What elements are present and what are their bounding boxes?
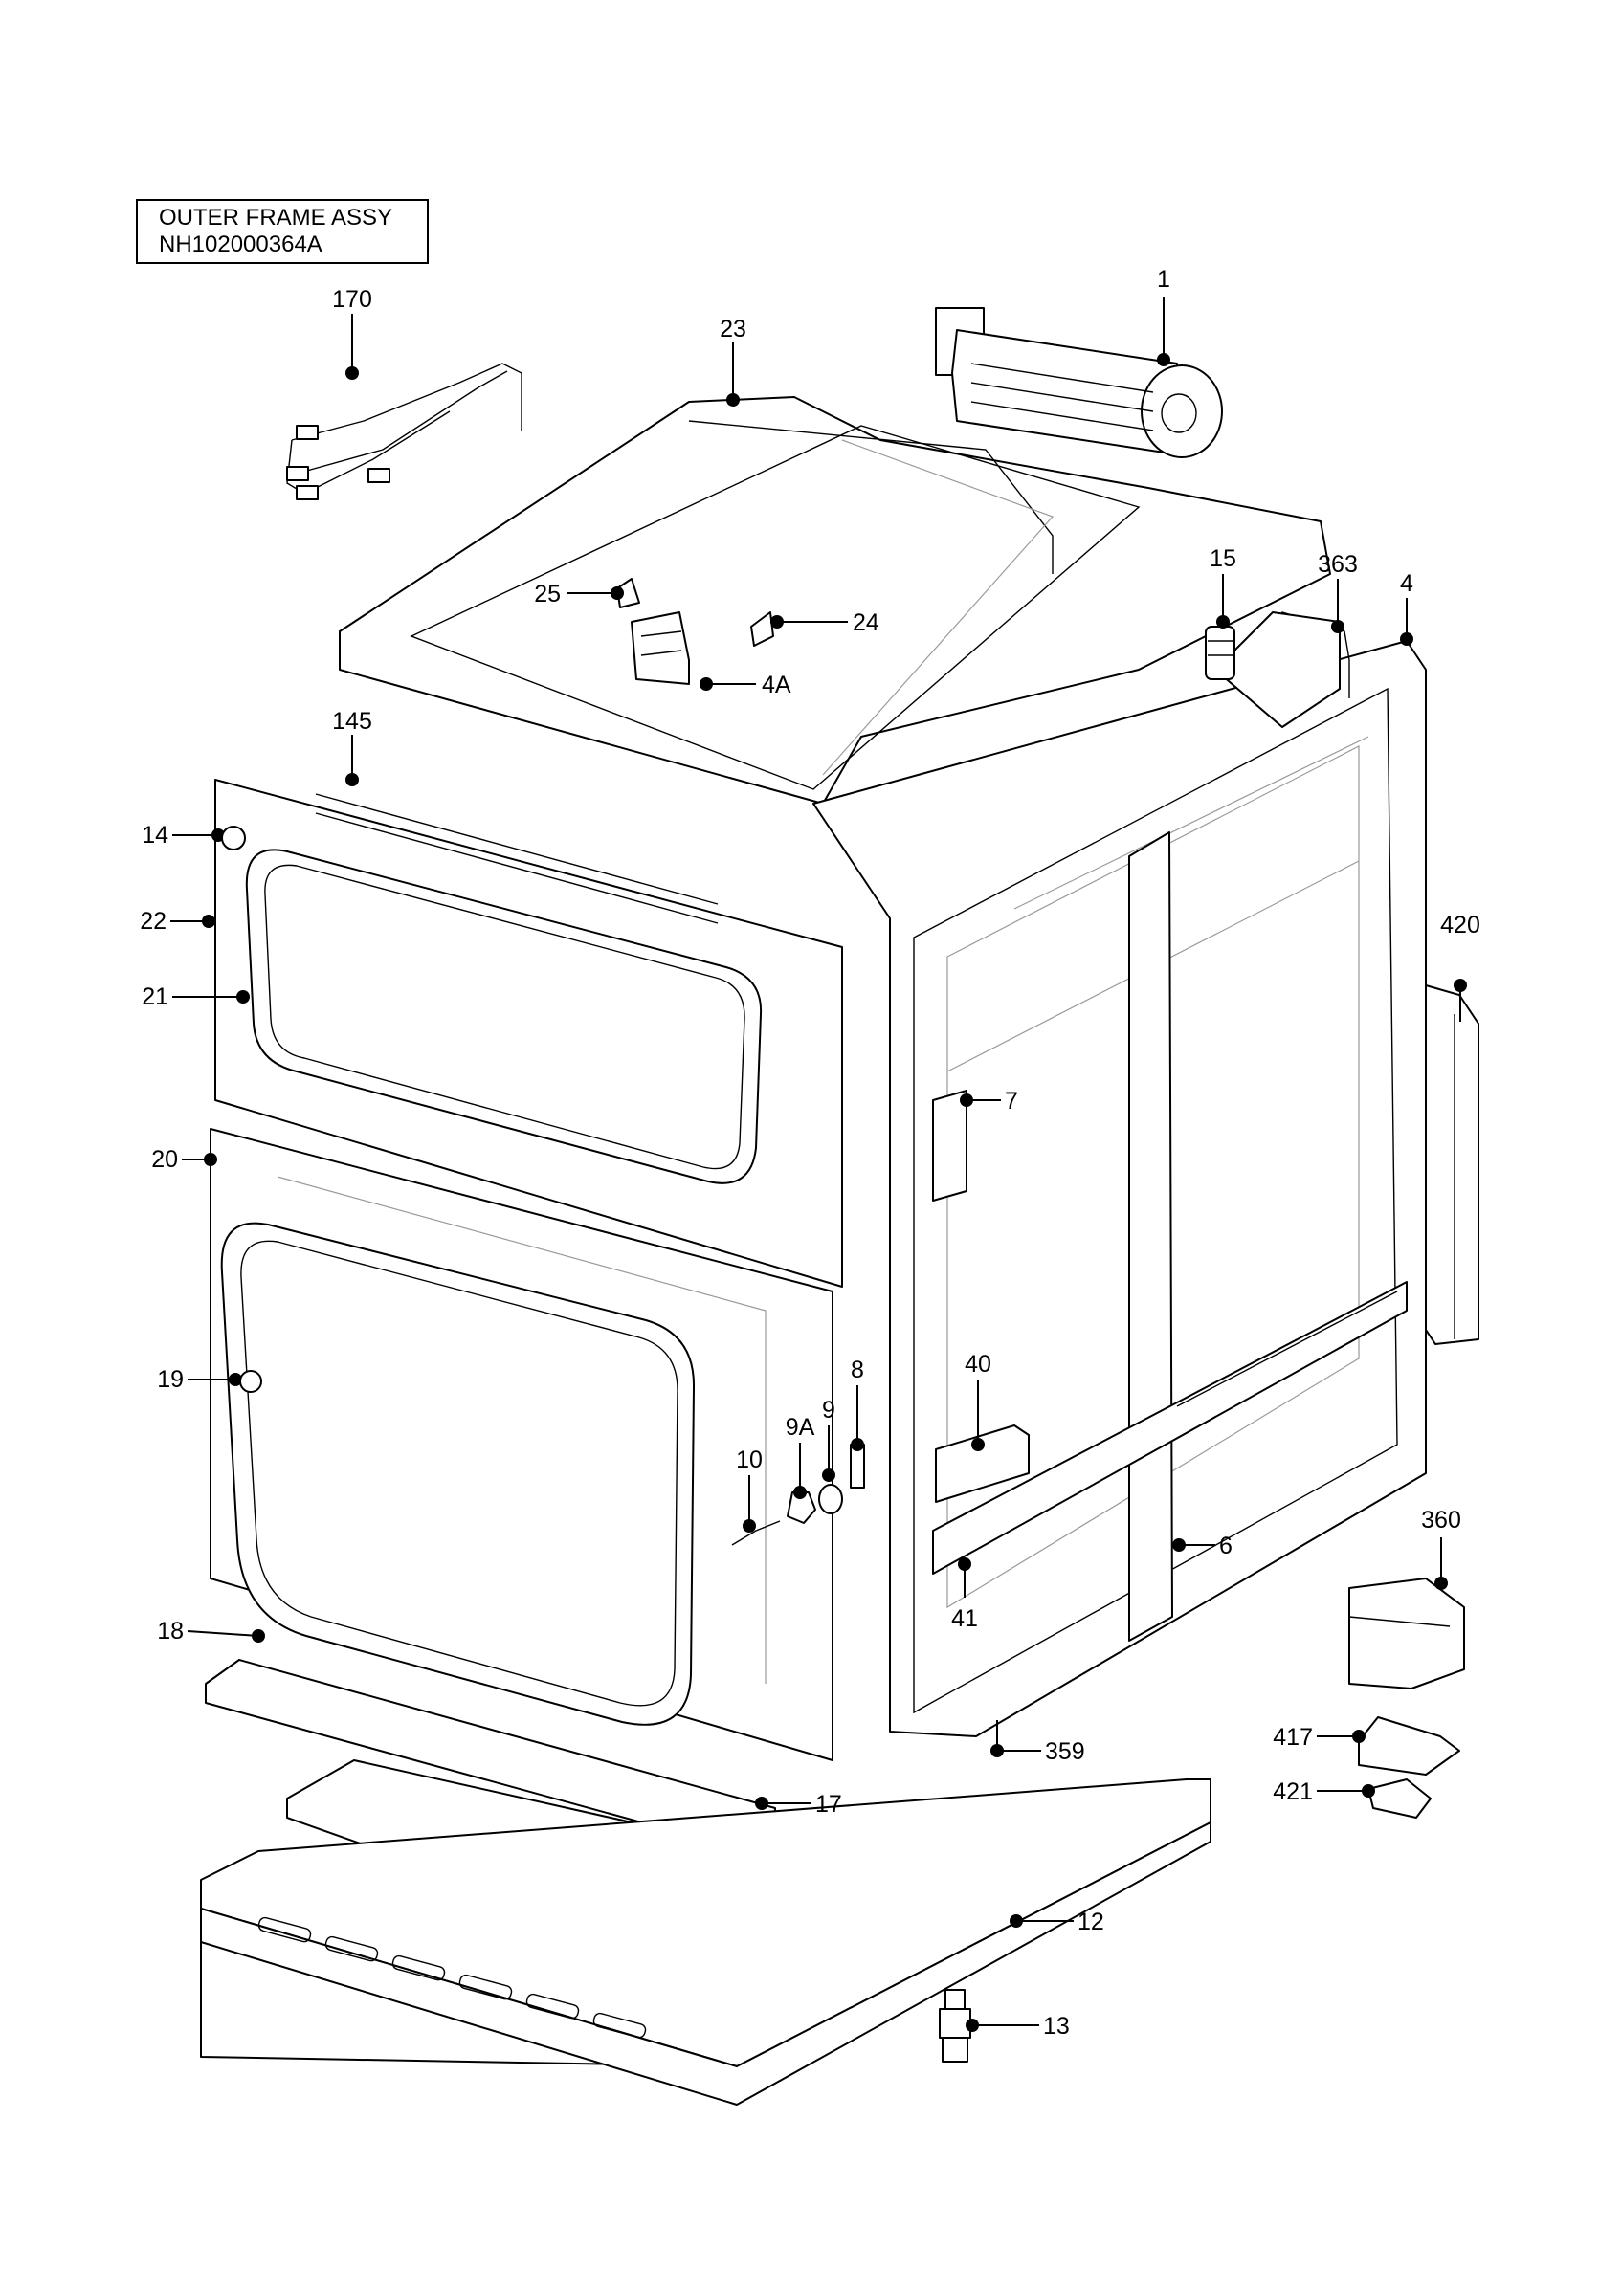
callout-7-label: 7 (1005, 1088, 1018, 1115)
duct-tube (1205, 626, 1235, 680)
callout-24-label: 24 (853, 609, 879, 636)
callout-421-label: 421 (1273, 1778, 1313, 1805)
callout-8-label: 8 (851, 1357, 864, 1383)
callout-20: 20 (151, 1146, 217, 1173)
assembly-title: OUTER FRAME ASSY (159, 205, 393, 231)
fan-motor (935, 307, 1223, 458)
callout-21-label: 21 (142, 983, 168, 1010)
callout-363-label: 363 (1318, 551, 1358, 578)
clip-25 (616, 578, 640, 608)
callout-13: 13 (966, 2013, 1070, 2040)
slide-rail-upper (935, 1424, 1030, 1503)
callout-9-label: 9 (822, 1397, 835, 1424)
callout-22: 22 (140, 908, 215, 935)
top-panel (339, 396, 1331, 805)
callout-10-label: 10 (736, 1446, 763, 1473)
callout-1: 1 (1157, 266, 1170, 366)
callout-12-label: 12 (1078, 1909, 1104, 1935)
callout-17-label: 17 (815, 1791, 842, 1818)
base-plate (200, 1778, 1211, 2106)
callout-25-label: 25 (534, 581, 561, 607)
callout-420-label: 420 (1440, 912, 1480, 938)
callout-170-label: 170 (332, 286, 372, 313)
callout-40-label: 40 (965, 1351, 991, 1378)
callout-363: 363 (1318, 551, 1358, 633)
callout-18-label: 18 (157, 1618, 184, 1645)
callout-19: 19 (157, 1366, 262, 1393)
callout-15-label: 15 (1210, 545, 1236, 572)
callout-421: 421 (1273, 1778, 1375, 1805)
callout-4a: 4A (700, 672, 791, 698)
callout-22-label: 22 (140, 908, 167, 935)
callout-170: 170 (332, 286, 372, 380)
adjustable-foot (939, 1989, 971, 2063)
callout-41: 41 (951, 1557, 978, 1632)
callout-23: 23 (720, 316, 746, 407)
vertical-strip (1128, 831, 1173, 1642)
callout-13-label: 13 (1043, 2013, 1070, 2040)
callout-420: 420 (1440, 912, 1480, 1022)
callout-6: 6 (1172, 1533, 1233, 1559)
callout-14-label: 14 (142, 822, 168, 849)
callout-9a: 9A (786, 1414, 815, 1499)
bracket-7 (932, 1090, 967, 1202)
callout-4a-label: 4A (762, 672, 791, 698)
callout-1-label: 1 (1157, 266, 1170, 293)
callout-359-label: 359 (1045, 1738, 1085, 1765)
callout-359: 359 (990, 1720, 1085, 1765)
cabinet-shell (812, 611, 1427, 1737)
latch-421 (1367, 1778, 1432, 1819)
callout-417: 417 (1273, 1724, 1366, 1751)
callout-15: 15 (1210, 545, 1236, 629)
callout-6-label: 6 (1219, 1533, 1233, 1559)
base-plate-slots (257, 1916, 647, 2039)
callout-23-label: 23 (720, 316, 746, 342)
callout-9a-label: 9A (786, 1414, 815, 1441)
callout-4-label: 4 (1400, 570, 1413, 597)
callout-4: 4 (1400, 570, 1413, 646)
callout-10: 10 (736, 1446, 763, 1533)
callout-41-label: 41 (951, 1605, 978, 1632)
callout-18: 18 (157, 1618, 265, 1645)
callout-40: 40 (965, 1351, 991, 1451)
callout-9: 9 (822, 1397, 835, 1482)
callout-360: 360 (1421, 1507, 1461, 1590)
upper-door-seal (245, 849, 763, 1184)
callout-24: 24 (770, 609, 879, 636)
assembly-title-box: OUTER FRAME ASSY NH102000364A (136, 199, 429, 264)
callout-17: 17 (755, 1791, 842, 1818)
bracket-4a (631, 611, 690, 685)
callout-21: 21 (142, 983, 250, 1010)
callout-7: 7 (960, 1088, 1018, 1115)
callout-145-label: 145 (332, 708, 372, 735)
slide-rail-lower (932, 1281, 1408, 1575)
hinge-block (1348, 1578, 1465, 1689)
callout-417-label: 417 (1273, 1724, 1313, 1751)
callout-12: 12 (1010, 1909, 1104, 1935)
assembly-part-number: NH102000364A (159, 232, 322, 257)
clip-24 (750, 611, 774, 647)
callout-14: 14 (142, 822, 246, 850)
callout-145: 145 (332, 708, 372, 786)
callout-19-label: 19 (157, 1366, 184, 1393)
lower-door-seal (220, 1222, 696, 1726)
callout-20-label: 20 (151, 1146, 178, 1173)
latch-417 (1358, 1716, 1460, 1776)
callout-360-label: 360 (1421, 1507, 1461, 1534)
right-side-panel (1425, 984, 1479, 1345)
wiring-harness (286, 363, 522, 500)
callout-25: 25 (534, 581, 624, 607)
callout-8: 8 (851, 1357, 864, 1451)
